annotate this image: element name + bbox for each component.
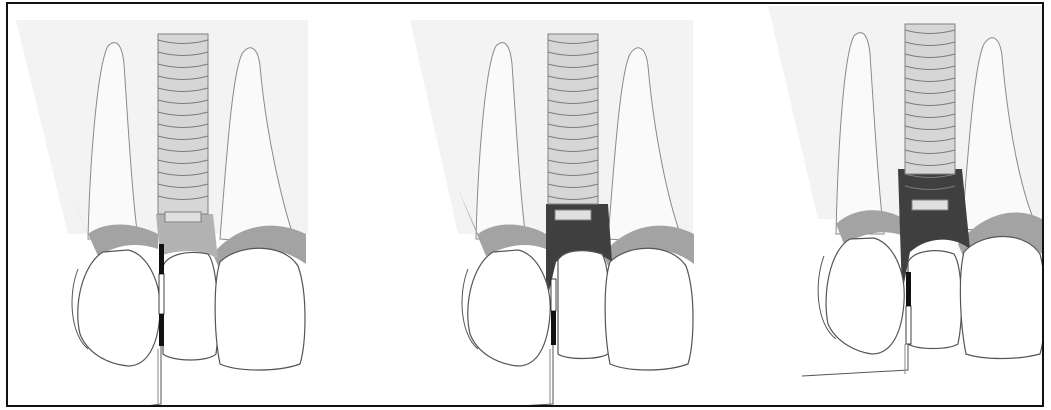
panel-2 [398,4,718,407]
implant-crown [163,253,218,361]
implant-collar [165,212,201,222]
figure-frame [6,2,1044,407]
panel-3 [758,4,1044,407]
implant-collar [912,200,948,210]
right-crown [605,248,693,370]
panel-3-illustration [758,4,1044,407]
implant [158,34,208,222]
implant-crown [908,251,961,349]
right-crown [215,248,305,370]
implant-crown [558,251,610,359]
panel-2-illustration [398,4,718,407]
implant [548,34,598,220]
implant-collar [555,210,591,220]
left-crown [826,238,904,354]
panel-1 [8,4,348,407]
left-crown [78,250,160,366]
panel-1-illustration [8,4,348,407]
right-crown [960,237,1044,359]
left-crown [468,250,550,366]
